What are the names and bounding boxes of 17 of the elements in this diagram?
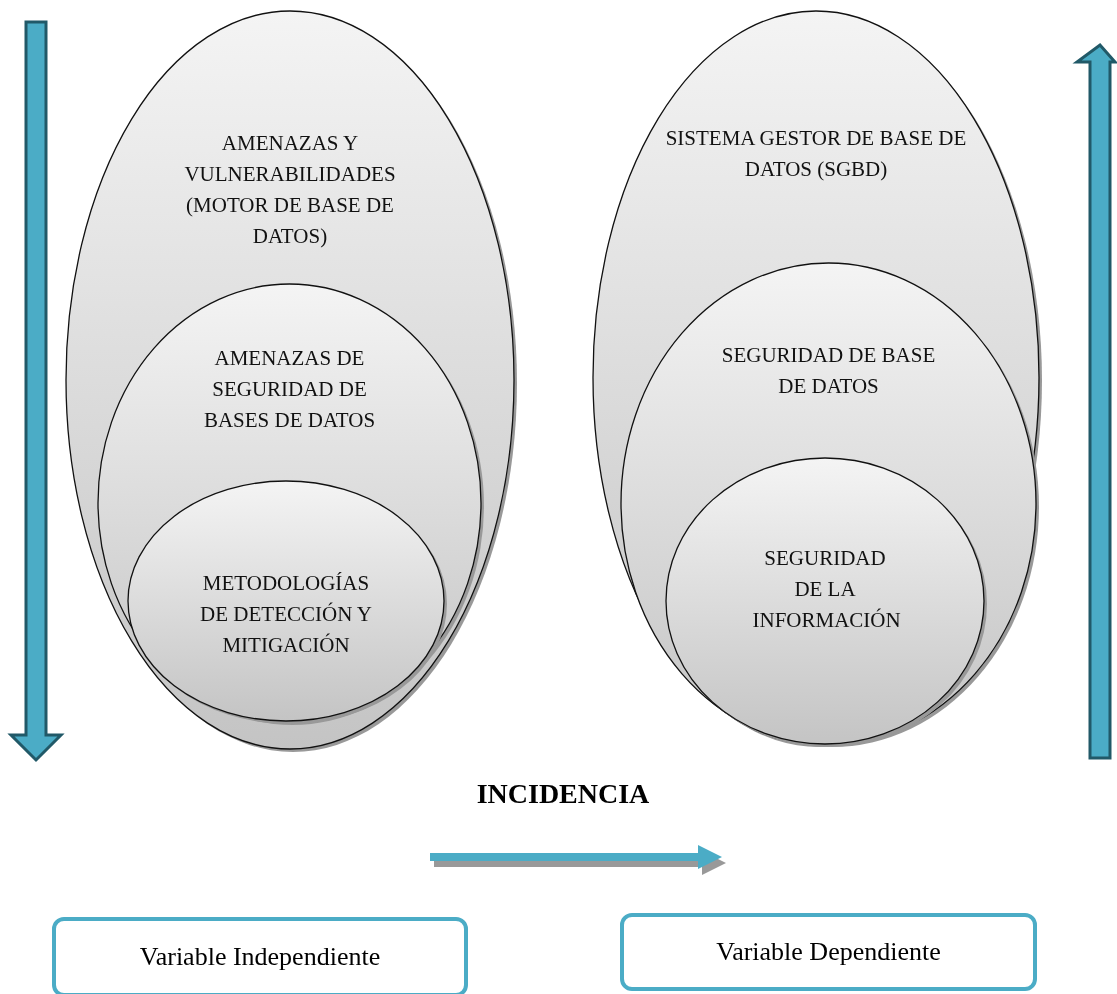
ellipse-label: METODOLOGÍAS DE DETECCIÓN Y MITIGACIÓN xyxy=(199,570,373,659)
nested-ellipse xyxy=(65,10,515,750)
nested-ellipse xyxy=(97,283,482,723)
box-label: Variable Dependiente xyxy=(716,937,941,967)
variable-box xyxy=(52,917,468,994)
nested-ellipse xyxy=(127,480,445,722)
nested-ellipse xyxy=(592,10,1040,745)
incidence-label: INCIDENCIA xyxy=(475,778,651,810)
ellipse-label: AMENAZAS Y VULNERABILIDADES (MOTOR DE BASE DE DATOS) xyxy=(183,130,397,250)
variable-box xyxy=(620,913,1037,991)
ellipse-label: AMENAZAS DE SEGURIDAD DE BASES DE DATOS xyxy=(202,345,377,434)
ellipse-label: SEGURIDAD DE BASE DE DATOS xyxy=(720,342,937,400)
box-label: Variable Independiente xyxy=(139,942,381,972)
ellipse-label: SEGURIDAD DE LA INFORMACIÓN xyxy=(752,545,898,634)
nested-ellipse xyxy=(665,457,985,745)
nested-ellipse xyxy=(620,262,1037,745)
ellipse-label: SISTEMA GESTOR DE BASE DE DATOS (SGBD) xyxy=(664,125,968,183)
